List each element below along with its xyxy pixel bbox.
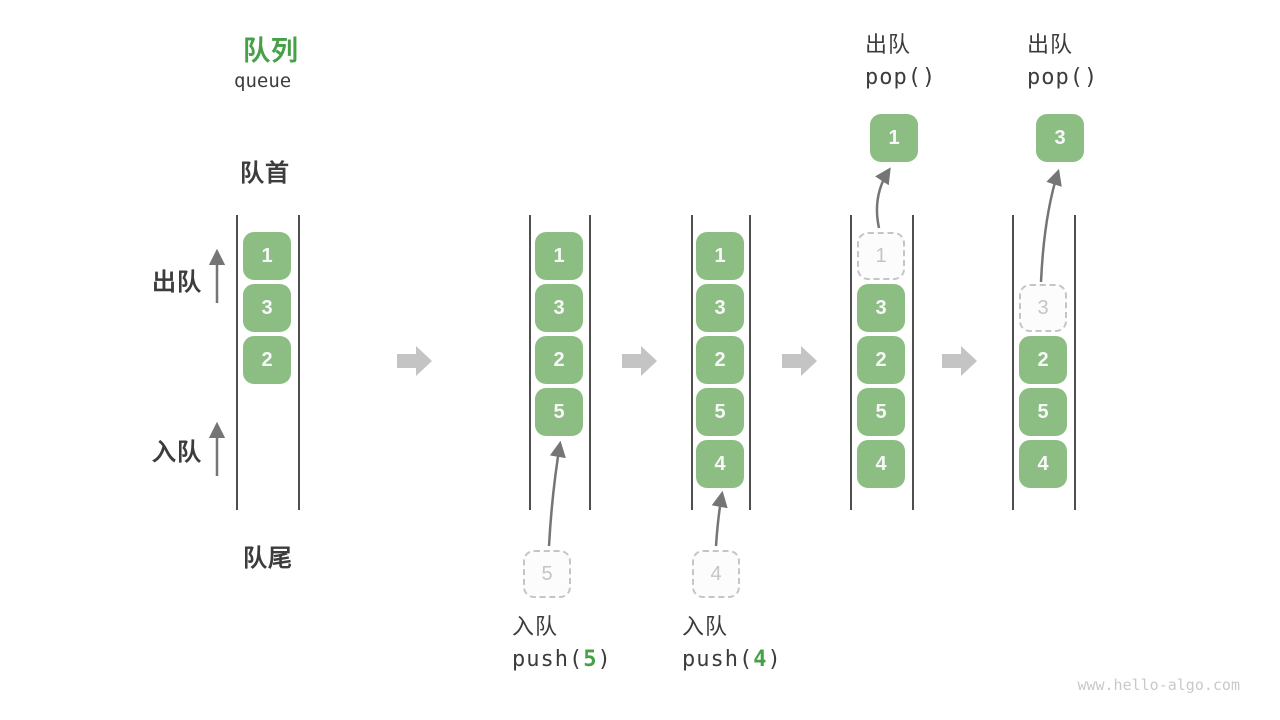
queue-cell: 3 <box>696 284 744 332</box>
queue-cell: 2 <box>857 336 905 384</box>
diagram-title-cn: 队列 <box>243 36 299 66</box>
queue-cell: 2 <box>1019 336 1067 384</box>
queue-cell: 3 <box>857 284 905 332</box>
push-arrow <box>711 490 728 547</box>
caption-code-arg: 4 <box>753 647 768 672</box>
queue-wall-left <box>529 215 531 510</box>
queue-wall-right <box>589 215 591 510</box>
dequeue-label: 出队 <box>152 269 202 296</box>
queue-wall-right <box>749 215 751 510</box>
caption-operation-label: 出队 <box>865 32 912 57</box>
popped-element: 1 <box>870 114 918 162</box>
caption-code-arg: 5 <box>583 647 598 672</box>
next-state-arrow-icon <box>942 346 977 376</box>
incoming-element: 4 <box>692 550 740 598</box>
queue-wall-left <box>850 215 852 510</box>
next-state-arrow-icon <box>622 346 657 376</box>
caption-code: push(4) <box>682 647 782 672</box>
queue-cell-ghost: 3 <box>1019 284 1067 332</box>
incoming-element: 5 <box>523 550 571 598</box>
pop-caption: 出队 pop() <box>1027 32 1237 91</box>
rear-label: 队尾 <box>243 545 293 572</box>
queue-cell: 2 <box>243 336 291 384</box>
queue-cell: 4 <box>1019 440 1067 488</box>
caption-code: pop() <box>865 65 937 90</box>
enqueue-label: 入队 <box>152 439 202 466</box>
front-label: 队首 <box>240 160 290 187</box>
queue-cell: 5 <box>857 388 905 436</box>
queue-cell: 5 <box>1019 388 1067 436</box>
queue-cell: 4 <box>857 440 905 488</box>
queue-cell: 3 <box>535 284 583 332</box>
queue-cell: 5 <box>535 388 583 436</box>
queue-wall-right <box>1074 215 1076 510</box>
queue-wall-left <box>236 215 238 510</box>
caption-code: push(5) <box>512 647 612 672</box>
queue-cell: 3 <box>243 284 291 332</box>
watermark: www.hello-algo.com <box>1077 676 1240 694</box>
popped-element: 3 <box>1036 114 1084 162</box>
queue-cell: 5 <box>696 388 744 436</box>
pop-arrow <box>875 167 891 229</box>
caption-code: pop() <box>1027 65 1099 90</box>
queue-wall-left <box>1012 215 1014 510</box>
queue-wall-right <box>912 215 914 510</box>
caption-operation-label: 入队 <box>682 614 729 639</box>
next-state-arrow-icon <box>397 346 432 376</box>
queue-cell: 1 <box>243 232 291 280</box>
caption-operation-label: 出队 <box>1027 32 1074 57</box>
queue-cell: 2 <box>535 336 583 384</box>
queue-cell: 1 <box>696 232 744 280</box>
push-caption: 入队 push(4) <box>682 614 892 673</box>
diagram-title-en: queue <box>234 70 292 92</box>
next-state-arrow-icon <box>782 346 817 376</box>
queue-cell: 1 <box>535 232 583 280</box>
pop-caption: 出队 pop() <box>865 32 1075 91</box>
caption-operation-label: 入队 <box>512 614 559 639</box>
queue-wall-left <box>691 215 693 510</box>
queue-wall-right <box>298 215 300 510</box>
push-caption: 入队 push(5) <box>512 614 722 673</box>
queue-cell-ghost: 1 <box>857 232 905 280</box>
queue-cell: 2 <box>696 336 744 384</box>
pop-arrow <box>1039 168 1062 283</box>
push-arrow <box>547 440 566 547</box>
queue-cell: 4 <box>696 440 744 488</box>
